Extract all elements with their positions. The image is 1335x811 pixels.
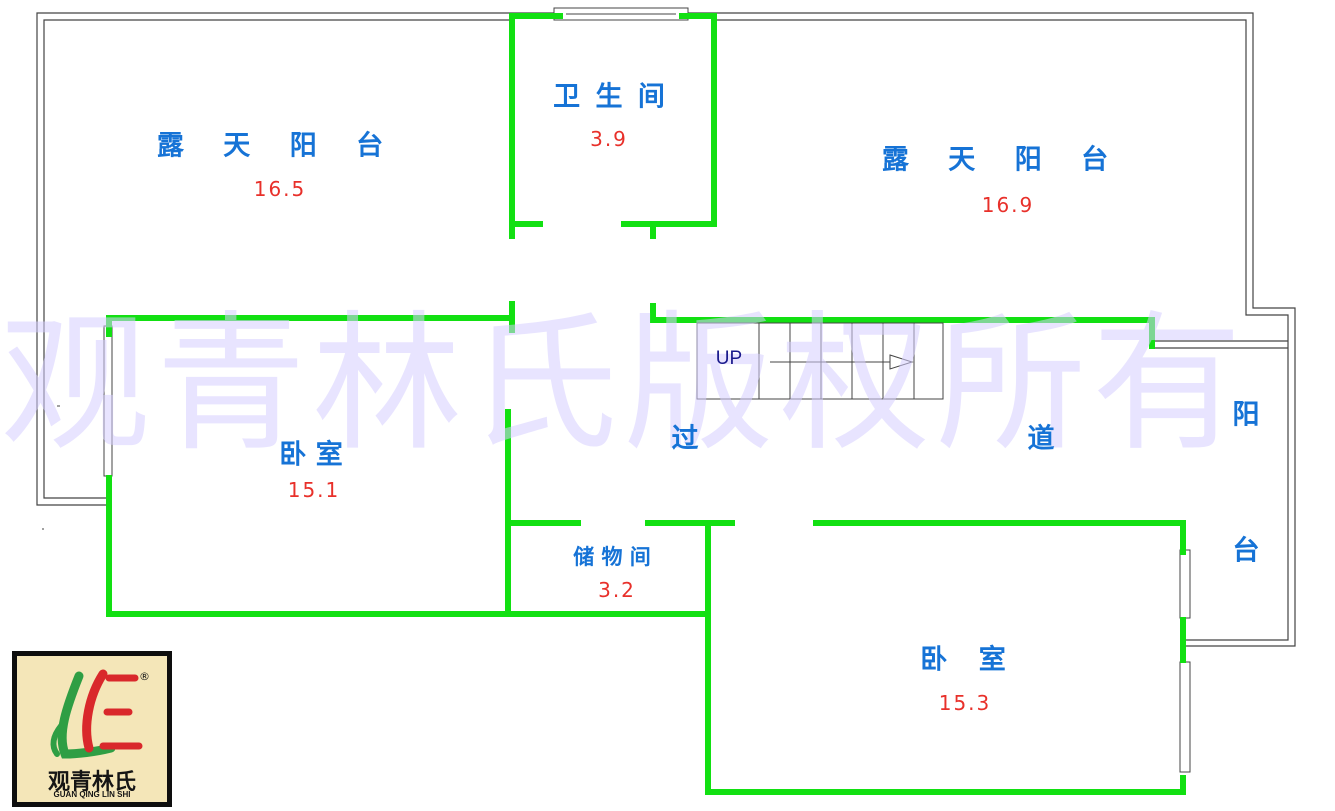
registered-mark: ® — [139, 670, 150, 683]
windows — [103, 7, 1191, 773]
storage-area: 3.2 — [598, 578, 636, 602]
logo-mark-icon — [50, 669, 143, 759]
terrace-right-name: 露 天 阳 台 — [881, 144, 1109, 176]
window-bedroom-left — [103, 325, 113, 477]
logo-brand-en: GUAN QING LIN SHI — [53, 790, 131, 799]
window-bedroom-right-lower — [1179, 661, 1191, 773]
walls — [106, 13, 1186, 795]
terrace-left-area: 16.5 — [253, 177, 307, 201]
storage-name: 储 物 间 — [573, 545, 651, 569]
bedroom-right-area: 15.3 — [938, 691, 992, 715]
terrace-left-name: 露 天 阳 台 — [156, 130, 384, 162]
balcony-label-top: 阳 — [1232, 399, 1260, 431]
outer-outline — [36, 12, 1296, 647]
staircase — [696, 322, 944, 400]
stairs-up-label: UP — [715, 348, 743, 369]
bedroom-right-name: 卧 室 — [920, 644, 1006, 676]
logo-brand-cn: 观青林氏 — [47, 770, 136, 795]
terrace-right-area: 16.9 — [981, 193, 1035, 217]
bathroom-area: 3.9 — [590, 127, 628, 151]
corridor-label-right: 道 — [1027, 423, 1055, 455]
brand-logo: ® 观青林氏 GUAN QING LIN SHI — [12, 651, 172, 807]
balcony-label-bottom: 台 — [1232, 535, 1260, 567]
corridor-label-left: 过 — [671, 423, 699, 455]
bedroom-left-area: 15.1 — [287, 478, 341, 502]
bedroom-left-name: 卧 室 — [279, 439, 343, 471]
logo-panel: ® 观青林氏 GUAN QING LIN SHI — [17, 656, 167, 802]
window-bedroom-right-upper — [1179, 549, 1191, 619]
bathroom-name: 卫 生 间 — [553, 81, 665, 113]
